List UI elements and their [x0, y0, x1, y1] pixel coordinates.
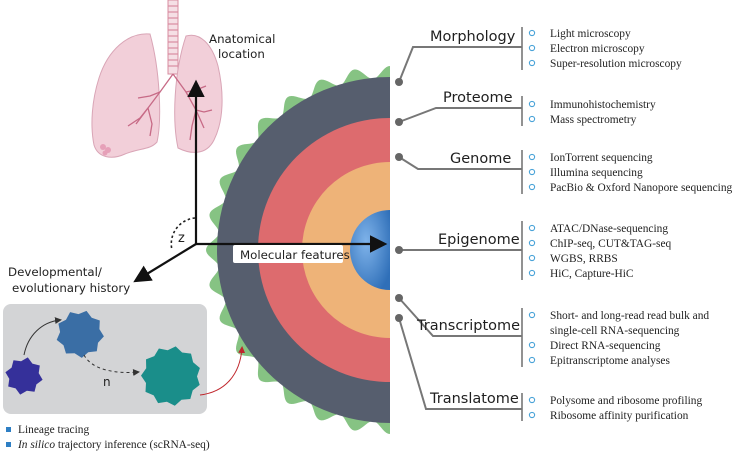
layer-title-genome: Genome: [450, 151, 511, 167]
legend: Lineage tracing In silico trajectory inf…: [6, 424, 210, 451]
legend-marker-2: [6, 442, 11, 447]
horizontal-axis-label: Molecular features: [240, 248, 350, 262]
layer-title-transcriptome: Transcriptome: [416, 318, 520, 334]
method-item: WGBS, RRBS: [550, 253, 618, 265]
method-item: Polysome and ribosome profiling: [550, 395, 702, 407]
method-item: Light microscopy: [550, 28, 631, 40]
layer-title-translatome: Translatome: [429, 391, 519, 407]
method-item: IonTorrent sequencing: [550, 152, 653, 164]
method-item: Mass spectrometry: [550, 114, 637, 126]
lineage-step-label: n: [103, 375, 111, 389]
method-item: Illumina sequencing: [550, 167, 643, 179]
depth-axis-label: z: [178, 231, 185, 246]
method-item: Electron microscopy: [550, 43, 645, 55]
epigenome-ring: [302, 162, 390, 338]
method-item: Immunohistochemistry: [550, 99, 656, 111]
method-item: Ribosome affinity purification: [550, 410, 689, 422]
vertical-axis-label-2: location: [218, 47, 265, 61]
legend-item-1: Lineage tracing: [18, 424, 89, 436]
left-lung: [91, 33, 161, 158]
curved-arrow-to-blue: [23, 317, 62, 356]
method-item: Super-resolution microscopy: [550, 58, 682, 70]
axes: [133, 79, 388, 283]
molecular-label-bg: [233, 245, 343, 263]
lung-illustration: [91, 0, 223, 158]
legend-marker-1: [6, 427, 11, 432]
bronchi: [127, 73, 213, 141]
method-lists: Light microscopy Electron microscopy Sup…: [550, 28, 733, 422]
alveoli-cluster: [100, 144, 111, 156]
method-item: PacBio & Oxford Nanopore sequencing: [550, 182, 733, 194]
method-item: ChIP-seq, CUT&TAG-seq: [550, 238, 672, 250]
vertical-axis-label-1: Anatomical: [209, 32, 275, 46]
layer-title-morphology: Morphology: [430, 29, 516, 45]
right-lung: [174, 34, 223, 153]
layer-title-epigenome: Epigenome: [438, 232, 520, 248]
diagonal-axis: [133, 243, 197, 283]
layer-title-proteome: Proteome: [443, 90, 513, 106]
blue-cell: [56, 310, 104, 358]
trachea: [167, 0, 179, 75]
callout-dots: [395, 78, 403, 322]
legend-item-2: In silico trajectory inference (scRNA-se…: [17, 439, 210, 451]
diagonal-axis-label-2: evolutionary history: [12, 281, 130, 295]
callout-connectors: [398, 46, 522, 410]
method-item: Direct RNA-sequencing: [550, 340, 661, 352]
lineage-box: n: [3, 304, 207, 414]
method-item: HiC, Capture-HiC: [550, 268, 634, 280]
layer-labels: Morphology Proteome Genome Epigenome Tra…: [416, 29, 520, 407]
method-item: single-cell RNA-sequencing: [550, 325, 680, 337]
method-item: Epitranscriptome analyses: [550, 355, 670, 367]
method-item: Short- and long-read read bulk and: [550, 310, 709, 322]
method-bullets: [528, 29, 536, 419]
diagonal-axis-label-1: Developmental/: [8, 265, 102, 279]
depth-arc: [170, 217, 196, 251]
method-item: ATAC/DNase-sequencing: [550, 223, 668, 235]
red-link-arrow: [199, 346, 246, 396]
teal-cell: [141, 346, 200, 406]
navy-cell: [5, 357, 43, 395]
